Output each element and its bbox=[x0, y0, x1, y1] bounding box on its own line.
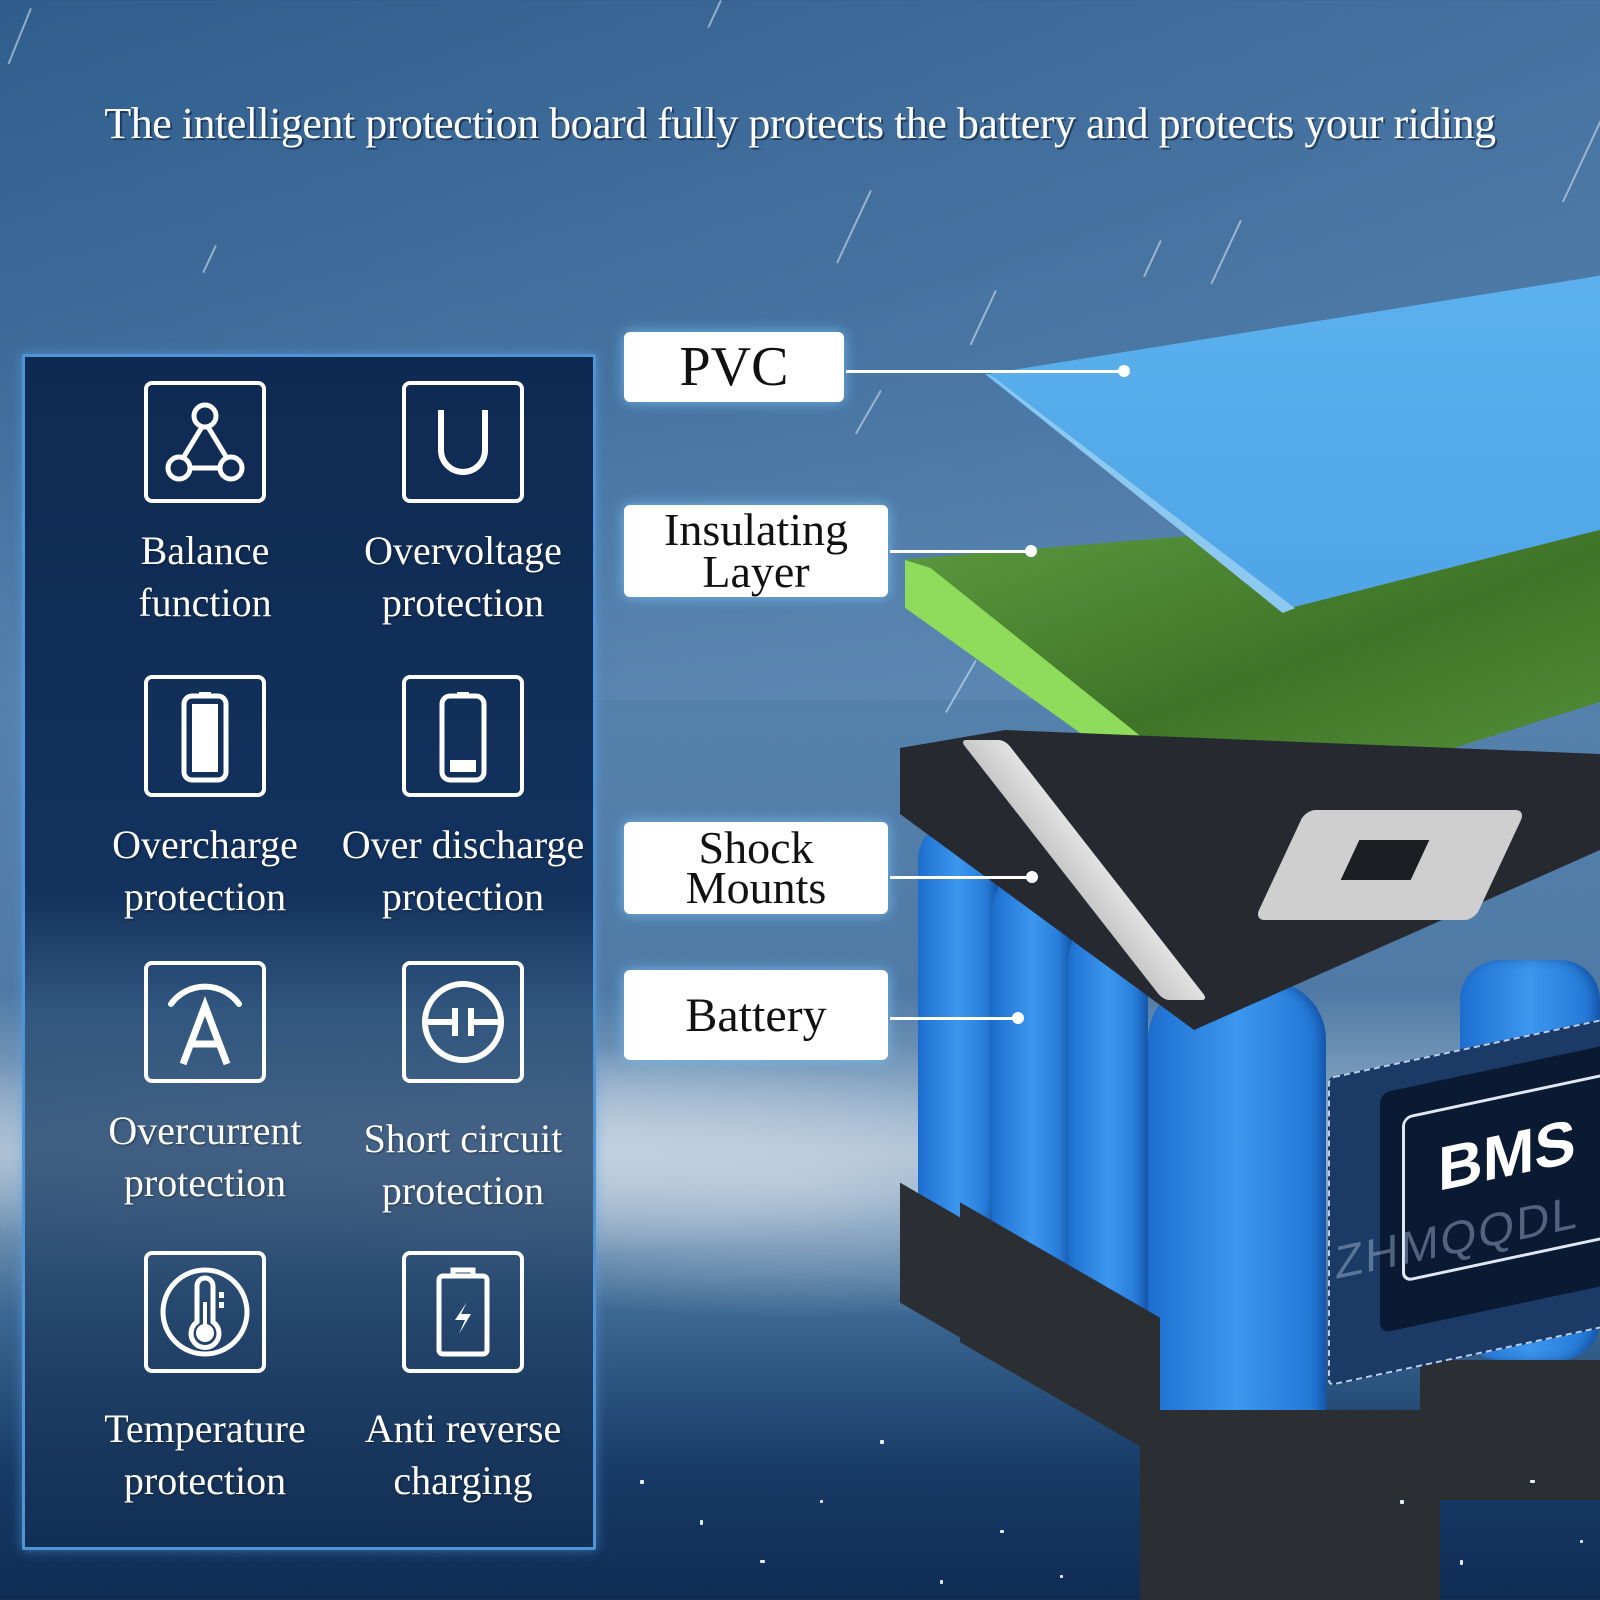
feature-label: Short circuit protection bbox=[363, 1116, 563, 1213]
feature-panel: Balance function Overvoltage protection … bbox=[22, 354, 596, 1550]
sparkle bbox=[700, 1520, 703, 1525]
rain-streak bbox=[1143, 240, 1162, 278]
feature-anti-reverse: Anti reverse charging bbox=[333, 1251, 593, 1507]
sparkle bbox=[940, 1580, 943, 1584]
letter-u-icon bbox=[438, 410, 488, 475]
bottom-tray bbox=[1420, 1360, 1600, 1500]
feature-overcurrent: Overcurrent protection bbox=[75, 961, 335, 1209]
icon-frame bbox=[144, 1251, 266, 1373]
battery-cell bbox=[918, 820, 998, 1240]
rain-streak bbox=[1210, 220, 1242, 285]
leader-line bbox=[846, 370, 1122, 373]
leader-line bbox=[890, 550, 1030, 553]
sparkle bbox=[1000, 1530, 1004, 1533]
leader-line bbox=[890, 876, 1030, 879]
feature-overcharge: Overcharge protection bbox=[75, 675, 335, 923]
bottom-tray bbox=[1140, 1410, 1440, 1600]
ampere-icon bbox=[168, 983, 242, 1066]
feature-overvoltage: Overvoltage protection bbox=[333, 381, 593, 629]
rain-streak bbox=[945, 660, 977, 713]
triangle-nodes-icon bbox=[165, 402, 245, 482]
leader-dot bbox=[1025, 545, 1037, 557]
feature-balance: Balance function bbox=[75, 381, 335, 629]
leader-line bbox=[890, 1017, 1020, 1020]
sparkle bbox=[1060, 1575, 1063, 1578]
battery-low-icon bbox=[439, 692, 487, 783]
icon-frame bbox=[402, 961, 524, 1083]
battery-pack: BMS bbox=[900, 720, 1600, 1600]
feature-label: Overvoltage protection bbox=[364, 528, 562, 625]
callout-insulating-layer: Insulating Layer bbox=[624, 505, 888, 597]
sparkle bbox=[1400, 1500, 1404, 1504]
feature-temperature: Temperature protection bbox=[75, 1251, 335, 1507]
rain-streak bbox=[836, 190, 872, 264]
callout-pvc: PVC bbox=[624, 332, 844, 402]
callout-shock-mounts: Shock Mounts bbox=[624, 822, 888, 914]
icon-frame bbox=[402, 381, 524, 503]
rain-streak bbox=[969, 290, 997, 346]
headline: The intelligent protection board fully p… bbox=[104, 99, 1496, 148]
thermometer-icon bbox=[160, 1267, 250, 1357]
battery-cell bbox=[1148, 980, 1326, 1470]
rain-streak bbox=[7, 8, 32, 65]
feature-label: Overcurrent protection bbox=[108, 1108, 302, 1205]
feature-label: Temperature protection bbox=[104, 1406, 306, 1503]
sparkle bbox=[1460, 1560, 1463, 1565]
leader-dot bbox=[1012, 1012, 1024, 1024]
leader-dot bbox=[1026, 871, 1038, 883]
sparkle bbox=[1530, 1480, 1535, 1483]
sparkle bbox=[640, 1480, 644, 1484]
battery-bolt-icon bbox=[436, 1267, 490, 1357]
feature-over-discharge: Over discharge protection bbox=[333, 675, 593, 923]
capacitor-circle-icon bbox=[422, 981, 504, 1063]
feature-label: Over discharge protection bbox=[341, 822, 585, 919]
icon-frame bbox=[144, 381, 266, 503]
rain-streak bbox=[202, 245, 217, 274]
callout-label: Battery bbox=[685, 988, 827, 1042]
sparkle bbox=[880, 1440, 884, 1444]
icon-frame bbox=[144, 961, 266, 1083]
icon-frame bbox=[402, 1251, 524, 1373]
rain-streak bbox=[707, 0, 722, 29]
feature-label: Overcharge protection bbox=[112, 822, 298, 919]
icon-frame bbox=[144, 675, 266, 797]
feature-short-circuit: Short circuit protection bbox=[333, 961, 593, 1217]
battery-full-icon bbox=[181, 692, 229, 783]
callout-label: PVC bbox=[679, 336, 789, 398]
sparkle bbox=[1580, 1540, 1583, 1543]
callout-label: Insulating Layer bbox=[664, 504, 848, 597]
callout-battery: Battery bbox=[624, 970, 888, 1060]
sparkle bbox=[820, 1500, 823, 1503]
callout-label: Shock Mounts bbox=[685, 822, 827, 913]
feature-label: Anti reverse charging bbox=[364, 1406, 562, 1503]
rain-streak bbox=[855, 390, 882, 435]
feature-label: Balance function bbox=[138, 528, 272, 625]
sparkle bbox=[760, 1560, 765, 1563]
icon-frame bbox=[402, 675, 524, 797]
leader-dot bbox=[1118, 365, 1130, 377]
